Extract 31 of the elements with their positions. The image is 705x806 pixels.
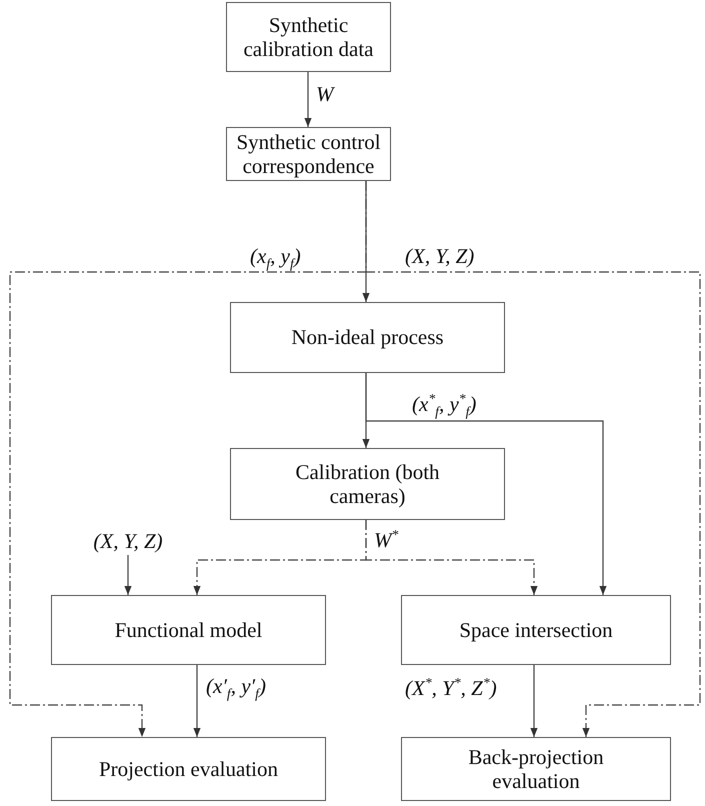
edge-label: (x$^{*}$$_{f}$, y$^{*}$$_{f}$) <box>412 392 476 419</box>
box-text: Non-ideal process <box>291 325 444 350</box>
arrow <box>365 181 701 737</box>
process-box <box>401 737 671 801</box>
box-text: Calibration (both cameras) <box>294 460 441 508</box>
process-box <box>230 448 505 520</box>
arrow <box>365 520 538 595</box>
box-text: Functional model <box>114 618 262 642</box>
edge-label: (x$_{f}$, y$_{f}$) <box>250 246 301 271</box>
arrow <box>530 665 538 737</box>
process-box <box>226 127 391 181</box>
edge-label: W <box>316 84 334 105</box>
process-box <box>401 595 671 665</box>
arrow <box>193 665 201 737</box>
arrow <box>365 373 607 595</box>
box-text: Projection evaluation <box>98 756 278 782</box>
process-box <box>226 2 391 72</box>
process-box <box>51 737 326 801</box>
process-box <box>51 595 326 665</box>
box-text: Back-projection evaluation <box>467 744 605 794</box>
arrow <box>304 72 312 127</box>
arrow <box>124 555 132 595</box>
coordinate-label: (X, Y, Z) <box>93 528 163 554</box>
edge-label: (x′$_{f}$, y′$_{f}$) <box>206 676 266 701</box>
box-text: Space intersection <box>459 618 613 642</box>
edge-label: (X, Y, Z) <box>405 246 474 267</box>
box-text: Synthetic calibration data <box>242 12 375 62</box>
edge-label: W$^{*}$ <box>374 528 398 551</box>
edge-label: (X$^{*}$, Y$^{*}$, Z$^{*}$) <box>405 676 497 699</box>
process-box <box>230 302 505 373</box>
box-text: Synthetic control correspondence <box>235 130 382 178</box>
